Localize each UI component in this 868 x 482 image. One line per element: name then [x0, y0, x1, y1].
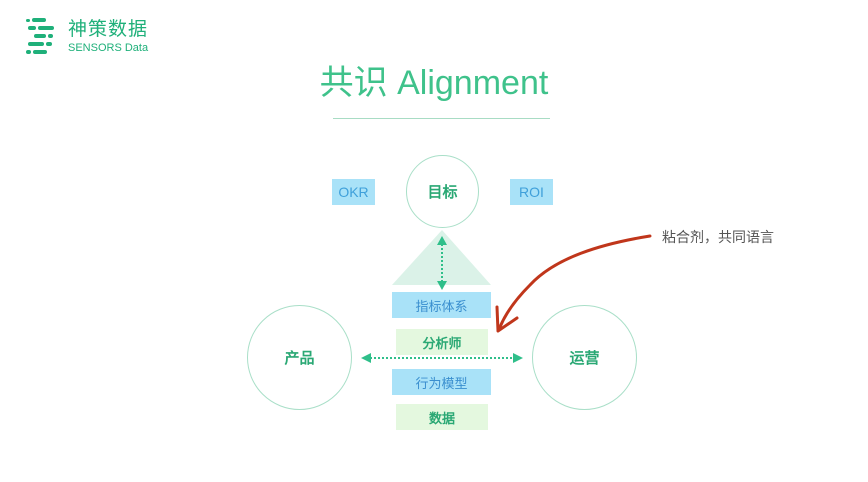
layer-metric-system: 指标体系 — [392, 292, 491, 318]
arrow-right-head — [513, 353, 523, 363]
title-divider — [333, 118, 550, 119]
layer-data: 数据 — [396, 404, 488, 430]
page-title: 共识 Alignment — [319, 64, 549, 102]
roi-tag: ROI — [510, 179, 553, 205]
layer-behavior-model: 行为模型 — [392, 369, 491, 395]
logo-name-cn: 神策数据 — [68, 17, 149, 40]
note-arrow-curve — [498, 234, 652, 329]
arrow-down-head — [437, 281, 447, 290]
arrow-up-head — [437, 236, 447, 245]
okr-tag: OKR — [332, 179, 375, 205]
operations-circle: 运营 — [532, 305, 637, 410]
logo: 神策数据 SENSORS Data — [26, 16, 148, 56]
logo-name-en: SENSORS Data — [68, 41, 149, 54]
note-arrow-head — [495, 305, 519, 333]
layer-analyst: 分析师 — [396, 329, 488, 355]
product-circle: 产品 — [247, 305, 352, 410]
goal-circle: 目标 — [406, 155, 479, 228]
glue-note: 粘合剂，共同语言 — [662, 230, 774, 246]
arrow-left-head — [361, 353, 371, 363]
sensors-logo-icon — [26, 18, 54, 54]
